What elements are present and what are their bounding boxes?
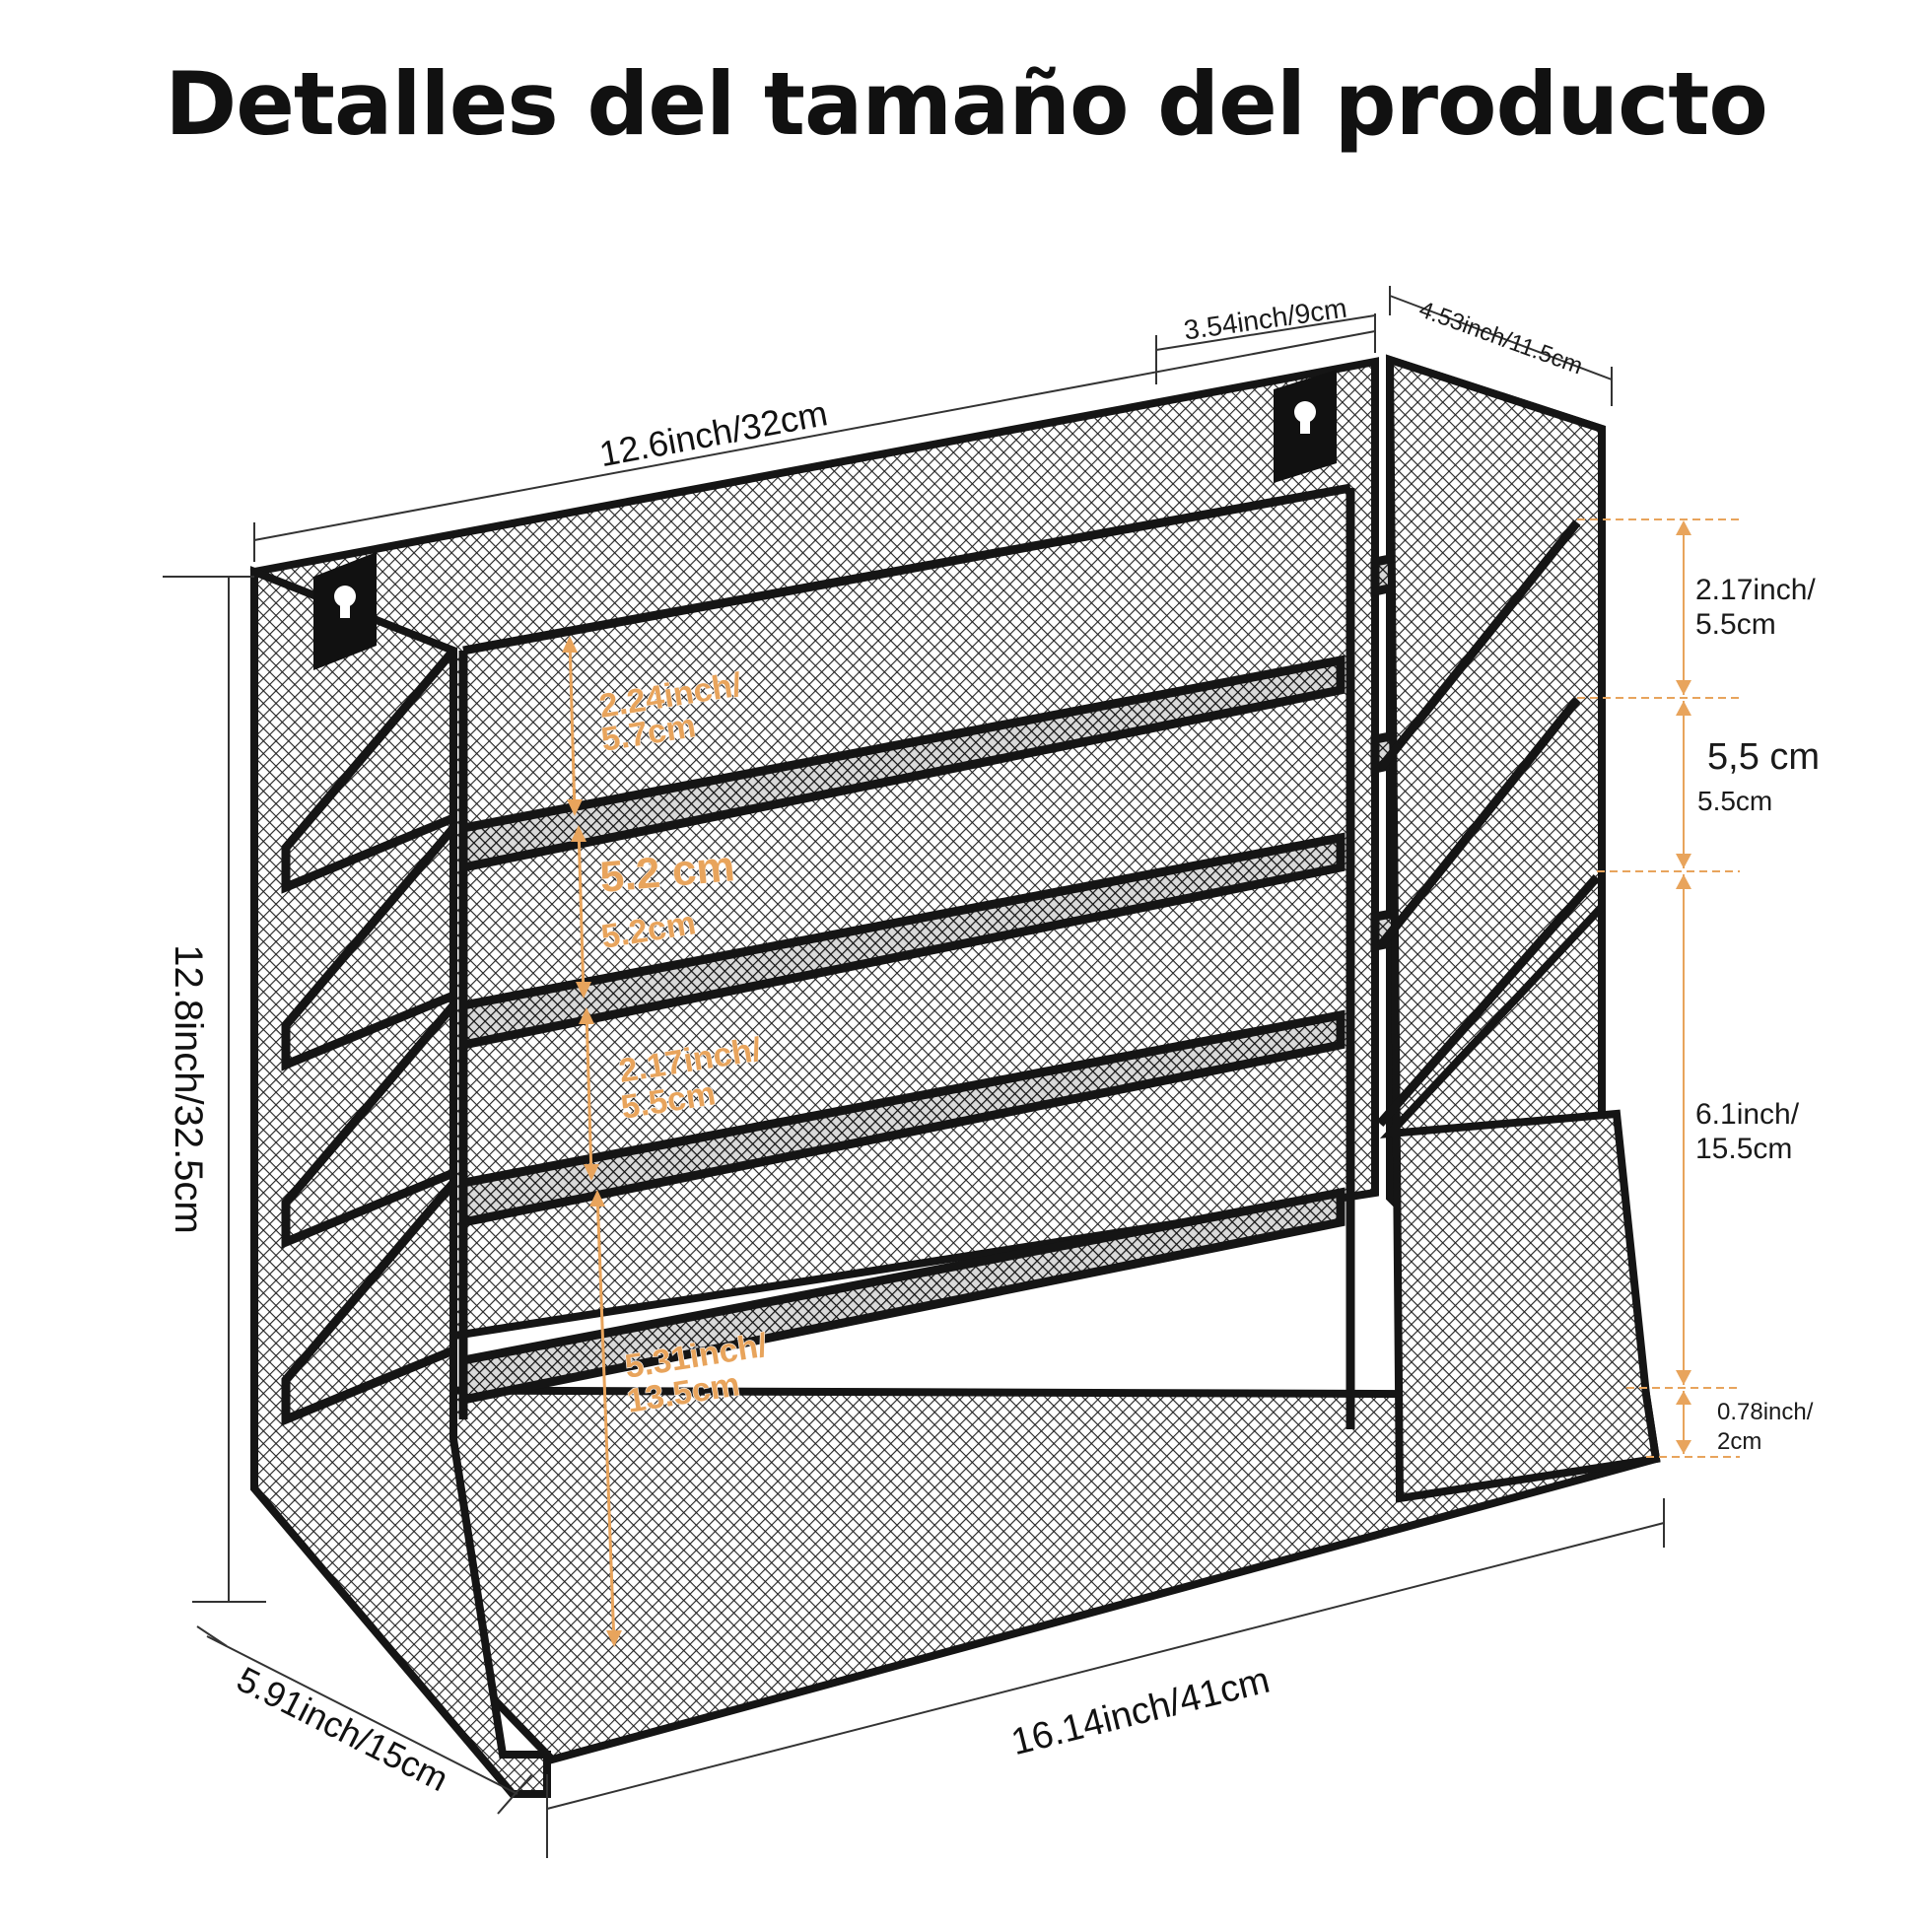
- right-measure-arrowheads: [1676, 520, 1691, 1454]
- left-measure-arrows: [568, 638, 616, 1645]
- right-side-ribs: [1376, 519, 1601, 1127]
- top-width-label: 12.6inch/32cm: [596, 392, 831, 474]
- keyhole-bracket-right: [1274, 370, 1337, 483]
- left-measure-arrowheads: [562, 636, 622, 1647]
- right-spacing-2-line1: 5,5 cm: [1707, 736, 1820, 778]
- right-measure-guides: [1577, 518, 1740, 1458]
- bottom-width-label: 16.14inch/41cm: [1007, 1660, 1274, 1764]
- keyhole-bracket-left: [313, 552, 377, 670]
- right-spacing-2-line2: 5.5cm: [1697, 786, 1772, 816]
- right-spacing-1-line1: 2.17inch/: [1695, 574, 1816, 606]
- right-spacing-labels: 2.17inch/ 5.5cm 5,5 cm 5.5cm 6.1inch/ 15…: [1695, 574, 1820, 1455]
- left-front-bars: [458, 483, 1355, 1429]
- right-spacing-3-line2: 15.5cm: [1695, 1133, 1792, 1165]
- right-side-panel: [1379, 354, 1661, 1503]
- right-spacing-1-line2: 5.5cm: [1695, 608, 1776, 641]
- right-spacing-4-line2: 2cm: [1717, 1428, 1761, 1455]
- organizer-illustration: [249, 354, 1661, 1798]
- left-spacing-4-line2: 13.5cm: [624, 1365, 742, 1420]
- left-side-ribs: [281, 648, 457, 1426]
- dimension-lines: [163, 286, 1665, 1858]
- right-spacing-4-line1: 0.78inch/: [1717, 1399, 1814, 1425]
- top-depth-right-label: 4.53inch/11.5cm: [1415, 296, 1586, 380]
- right-spacing-3-line1: 6.1inch/: [1695, 1098, 1800, 1131]
- top-depth-left-label: 3.54inch/9cm: [1182, 293, 1348, 346]
- left-side-panel: [250, 566, 551, 1798]
- height-label: 12.8inch/32.5cm: [167, 944, 210, 1234]
- page-title: Detalles del tamaño del producto: [165, 53, 1768, 155]
